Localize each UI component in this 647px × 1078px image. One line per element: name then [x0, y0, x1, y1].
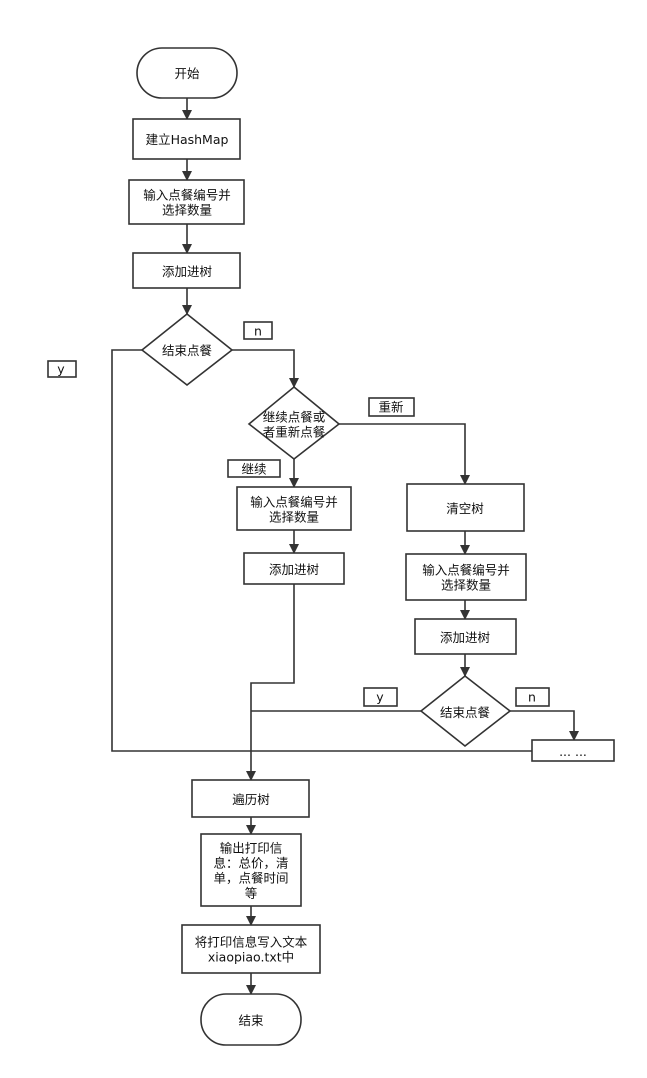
label-line: 添加进树 — [269, 562, 319, 577]
input-order-box-3: 输入点餐编号并选择数量 — [405, 553, 527, 601]
label-line: 添加进树 — [162, 264, 212, 279]
end-order-decision-2: 结束点餐 — [419, 674, 512, 748]
label-line: 息：总价，清 — [213, 855, 288, 870]
label-line: 单，点餐时间 — [213, 870, 288, 885]
clear-tree-box: 清空树 — [406, 483, 525, 532]
input-order-label-3: 输入点餐编号并选择数量 — [422, 562, 510, 592]
traverse-tree-label: 遍历树 — [232, 792, 270, 807]
tag-continue-text: 继续 — [241, 462, 266, 477]
start-terminal: 开始 — [136, 47, 238, 99]
input-order-label-2: 输入点餐编号并选择数量 — [250, 494, 338, 524]
edge-decision1-yes — [111, 349, 532, 752]
end-order-label-1: 结束点餐 — [162, 343, 213, 358]
label-line: 选择数量 — [162, 202, 212, 217]
end-label: 结束 — [238, 1013, 264, 1028]
label-line: 将打印信息写入文本 — [195, 934, 308, 949]
clear-tree-label: 清空树 — [446, 501, 484, 516]
add-tree-box-3: 添加进树 — [414, 618, 517, 655]
label-line: 输出打印信 — [220, 840, 283, 855]
end-terminal: 结束 — [200, 993, 302, 1046]
label-line: xiaopiao.txt中 — [208, 949, 294, 964]
tag-yes-1-text: y — [57, 362, 65, 377]
edge-add2-traverse — [246, 584, 295, 781]
continue-or-restart-label: 继续点餐或者重新点餐 — [263, 409, 326, 439]
label-line: 等 — [245, 885, 258, 900]
build-map-label: 建立HashMap — [146, 132, 229, 147]
tag-continue: 继续 — [227, 459, 281, 478]
label-line: 建立HashMap — [146, 132, 229, 147]
add-tree-label-2: 添加进树 — [269, 562, 319, 577]
tag-restart: 重新 — [368, 397, 415, 417]
edge-decision2-restart — [339, 423, 470, 485]
input-order-box-1: 输入点餐编号并选择数量 — [128, 179, 245, 225]
input-order-box-2: 输入点餐编号并选择数量 — [236, 486, 352, 531]
label-line: 结束 — [238, 1013, 264, 1028]
add-tree-box-2: 添加进树 — [243, 552, 345, 585]
label-line: ... ... — [559, 744, 587, 759]
start-label: 开始 — [174, 66, 200, 81]
tag-yes-2: y — [363, 687, 398, 707]
output-info-label: 输出打印信息：总价，清单，点餐时间等 — [213, 840, 288, 900]
label-line: 清空树 — [446, 501, 484, 516]
add-tree-label-1: 添加进树 — [162, 264, 212, 279]
edge-decision3-no — [510, 710, 579, 741]
tag-no-1-text: n — [254, 324, 262, 339]
input-order-label-1: 输入点餐编号并选择数量 — [143, 187, 231, 217]
label-line: 输入点餐编号并 — [422, 562, 510, 577]
add-tree-label-3: 添加进树 — [440, 630, 490, 645]
ellipsis-label: ... ... — [559, 744, 587, 759]
label-line: 开始 — [174, 66, 200, 81]
label-line: 结束点餐 — [162, 343, 213, 358]
build-map-box: 建立HashMap — [132, 118, 241, 160]
label-line: 继续点餐或 — [263, 409, 326, 424]
tag-no-2: n — [515, 687, 550, 707]
label-line: 遍历树 — [232, 792, 270, 807]
label-line: 结束点餐 — [440, 705, 491, 720]
label-line: 输入点餐编号并 — [143, 187, 231, 202]
end-order-decision-1: 结束点餐 — [140, 312, 234, 387]
label-line: 选择数量 — [269, 509, 319, 524]
tag-yes-1: y — [47, 360, 77, 378]
label-line: 者重新点餐 — [263, 424, 326, 439]
tag-yes-2-text: y — [376, 690, 384, 705]
continue-or-restart-decision: 继续点餐或者重新点餐 — [247, 385, 341, 461]
end-order-label-2: 结束点餐 — [440, 705, 491, 720]
label-line: 选择数量 — [441, 577, 491, 592]
label-line: 输入点餐编号并 — [250, 494, 338, 509]
tag-no-2-text: n — [528, 690, 536, 705]
edges — [111, 98, 579, 995]
output-info-box: 输出打印信息：总价，清单，点餐时间等 — [200, 833, 302, 907]
label-line: 添加进树 — [440, 630, 490, 645]
ellipsis-box: ... ... — [531, 739, 615, 762]
add-tree-box-1: 添加进树 — [132, 252, 241, 289]
traverse-tree-box: 遍历树 — [191, 779, 310, 818]
tag-restart-text: 重新 — [378, 400, 403, 415]
edge-decision1-no — [232, 349, 299, 388]
tag-no-1: n — [243, 321, 273, 340]
